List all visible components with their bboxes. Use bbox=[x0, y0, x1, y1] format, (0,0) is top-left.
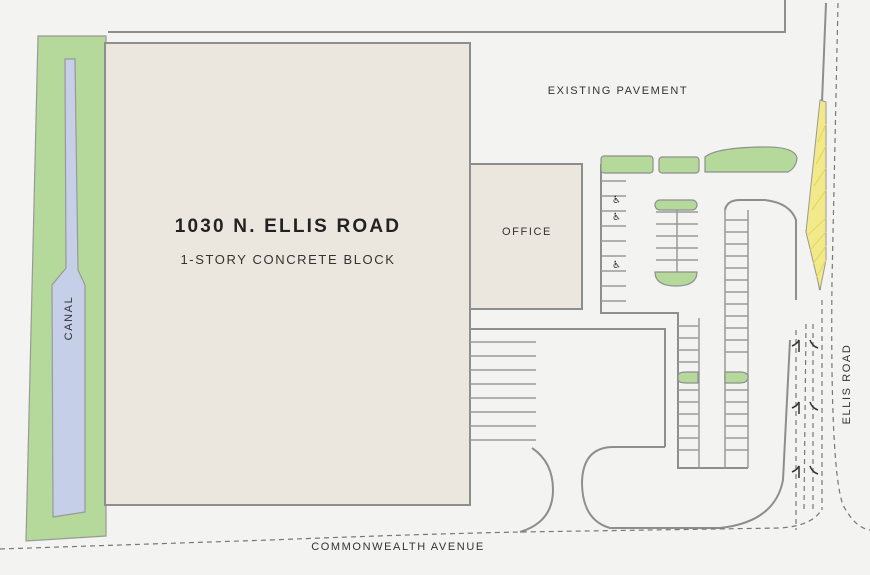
hatched-median bbox=[805, 99, 827, 291]
landscape-island-east-row bbox=[724, 371, 749, 384]
main-building bbox=[104, 42, 471, 506]
landscape-strip-2 bbox=[658, 156, 700, 174]
landscape-island-west-row bbox=[677, 371, 699, 384]
parking-stalls-west bbox=[601, 180, 626, 302]
svg-text:♿: ♿ bbox=[612, 260, 621, 271]
canal-label: CANAL bbox=[63, 296, 75, 341]
accessible-parking-icon: ♿ ♿ ♿ bbox=[612, 195, 621, 271]
existing-pavement-label: EXISTING PAVEMENT bbox=[548, 85, 688, 97]
landscape-island-south bbox=[654, 271, 698, 287]
building-address: 1030 N. ELLIS ROAD bbox=[175, 216, 401, 237]
loading-dock-stalls bbox=[470, 341, 536, 441]
building-description: 1-STORY CONCRETE BLOCK bbox=[180, 252, 395, 267]
landscape-island-north bbox=[654, 199, 698, 211]
commonwealth-avenue-label: COMMONWEALTH AVENUE bbox=[311, 541, 485, 553]
ellis-road-label: ELLIS ROAD bbox=[841, 344, 853, 425]
turn-arrow-icon bbox=[791, 339, 819, 478]
parking-lot-edge-west bbox=[600, 164, 748, 469]
ellis-road-edge-east bbox=[831, 2, 870, 531]
canal-water bbox=[51, 58, 86, 518]
office-label: OFFICE bbox=[502, 226, 552, 238]
svg-text:♿: ♿ bbox=[612, 195, 621, 206]
property-boundary bbox=[108, 0, 786, 33]
parking-stalls-east bbox=[678, 210, 749, 468]
office-building bbox=[469, 163, 583, 310]
svg-text:♿: ♿ bbox=[612, 212, 621, 223]
landscape-strip-3 bbox=[704, 146, 798, 173]
drive-aisle-edge bbox=[470, 328, 666, 447]
parking-lot-edge-north bbox=[724, 199, 797, 300]
commonwealth-avenue-edge bbox=[0, 511, 821, 550]
ellis-road-lane-2 bbox=[803, 323, 807, 511]
landscape-strip-1 bbox=[600, 155, 654, 174]
parking-stalls-center bbox=[656, 205, 698, 272]
drive-curve-south-east bbox=[580, 339, 791, 529]
median-hatch-lines bbox=[807, 123, 827, 279]
drive-curve-south-west bbox=[519, 447, 555, 533]
